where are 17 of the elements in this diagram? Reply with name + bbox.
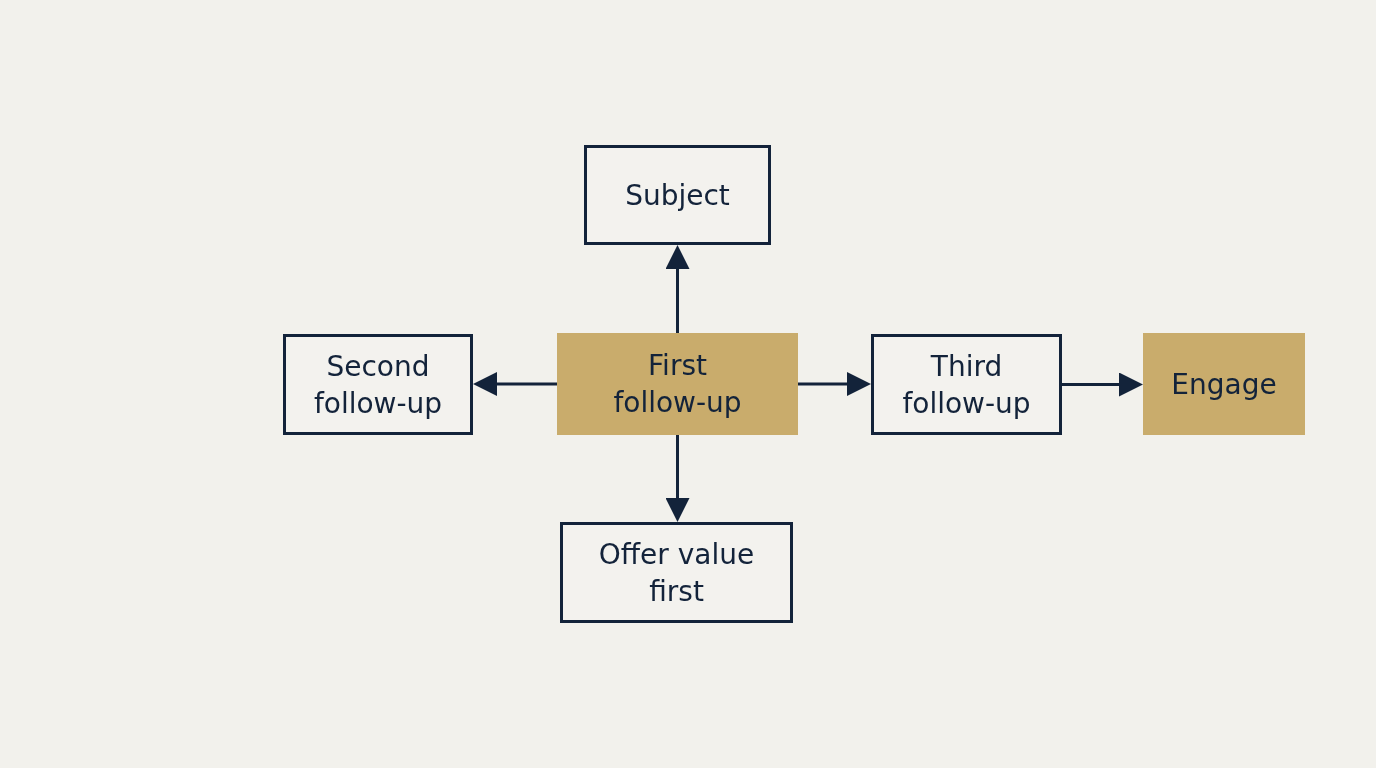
process-box [871, 334, 1062, 435]
arrow [1062, 372, 1143, 397]
box-label: Offer value first [597, 536, 756, 610]
process-box [560, 522, 793, 623]
process-box [283, 334, 473, 435]
arrow [798, 372, 871, 396]
box-label: First follow-up [612, 348, 743, 421]
box-label: Engage [1171, 366, 1277, 403]
process-box [1143, 333, 1305, 435]
arrow [473, 372, 557, 396]
arrow [665, 435, 690, 522]
box-label: Second follow-up [312, 348, 444, 422]
process-box [557, 333, 798, 435]
arrow [665, 245, 690, 333]
box-label: Subject [625, 177, 730, 214]
box-label: Third follow-up [901, 348, 1032, 422]
process-box [584, 145, 771, 245]
